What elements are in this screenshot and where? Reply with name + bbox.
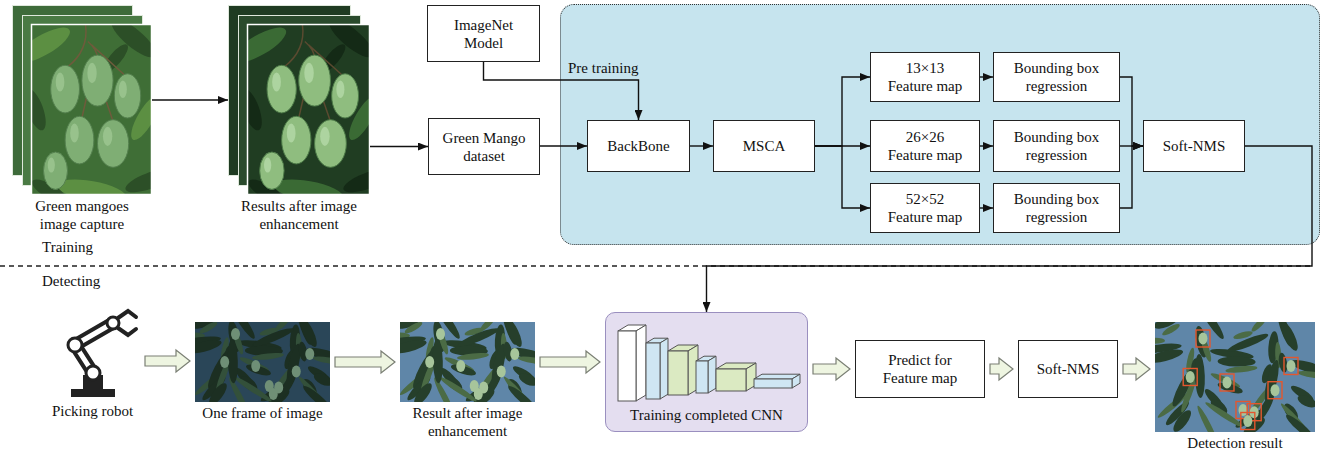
- label-text: Bounding box regression: [1004, 128, 1109, 164]
- label-text: Soft-NMS: [1163, 137, 1226, 155]
- label-text: MSCA: [743, 137, 786, 155]
- block-arrow: [813, 358, 850, 380]
- process-box: Predict for Feature map: [855, 340, 985, 398]
- photo-frame-image: [400, 322, 535, 402]
- block-arrow: [540, 351, 600, 373]
- image-frame: Result after image enhancement: [400, 322, 535, 440]
- process-box: Soft-NMS: [1143, 120, 1245, 172]
- edge-label: Pre training: [566, 59, 640, 77]
- image-frame: One frame of image: [195, 322, 330, 422]
- feature-map-box: 52×52 Feature map: [870, 183, 980, 233]
- label-text: Results after image enhancement: [228, 197, 370, 233]
- block-arrow: [335, 351, 395, 373]
- label-text: One frame of image: [195, 404, 330, 422]
- label-text: Green Mango dataset: [437, 129, 531, 165]
- block-arrow: [145, 350, 190, 372]
- process-box: BackBone: [587, 120, 690, 172]
- connector: [690, 145, 713, 146]
- label-text: Detection result: [1155, 434, 1315, 452]
- label-text: Predict for Feature map: [876, 351, 964, 387]
- photo-frame-image: [1155, 322, 1315, 432]
- connector: [1120, 146, 1143, 208]
- connector: [980, 207, 993, 208]
- picture: [400, 322, 535, 402]
- process-box: Bounding box regression: [993, 52, 1120, 102]
- photo-stack-image: [12, 5, 152, 195]
- label-text: BackBone: [607, 137, 669, 155]
- connector: [152, 99, 228, 100]
- robot-node: Picking robot: [38, 305, 148, 420]
- picture: [1155, 322, 1315, 432]
- process-box: Bounding box regression: [993, 183, 1120, 233]
- block-arrow: [990, 358, 1013, 380]
- label-text: 52×52 Feature map: [886, 190, 964, 226]
- label-text: 26×26 Feature map: [886, 128, 964, 164]
- robot-arm-icon: [45, 305, 140, 400]
- label-text: Picking robot: [38, 402, 148, 420]
- photo-stack-image: [228, 5, 370, 195]
- feature-map-box: 13×13 Feature map: [870, 52, 980, 102]
- connector: [1120, 77, 1143, 146]
- label-text: Bounding box regression: [1004, 59, 1109, 95]
- label-text: Green mangoes image capture: [17, 197, 147, 233]
- cnn-box: Training completed CNN: [605, 312, 808, 432]
- connector: [980, 145, 993, 146]
- photo-stack: Green mangoes image capture: [12, 5, 152, 233]
- connector: [980, 76, 993, 77]
- section-label: Training: [40, 238, 95, 256]
- connector: [815, 77, 870, 146]
- label-text: Soft-NMS: [1037, 360, 1100, 378]
- photo-stack: Results after image enhancement: [228, 5, 370, 233]
- label-text: Bounding box regression: [1004, 190, 1109, 226]
- block-arrow: [1123, 358, 1150, 380]
- label-text: ImageNet Model: [436, 16, 531, 52]
- label-text: Training completed CNN: [630, 406, 783, 424]
- connector: [815, 146, 870, 208]
- dataset-box: Green Mango dataset: [428, 118, 540, 175]
- photo-frame-image: [195, 322, 330, 402]
- picture: [195, 322, 330, 402]
- picture: [228, 5, 370, 195]
- picture: [12, 5, 152, 195]
- section-label: Detecting: [40, 272, 102, 290]
- label-text: 13×13 Feature map: [886, 59, 964, 95]
- process-box: Bounding box regression: [993, 120, 1120, 172]
- image-frame: Detection result: [1155, 322, 1315, 452]
- feature-map-box: 26×26 Feature map: [870, 120, 980, 172]
- connector: [540, 145, 587, 146]
- connector: [370, 146, 428, 147]
- picture: [45, 305, 140, 400]
- model-box: ImageNet Model: [427, 5, 540, 62]
- process-box: MSCA: [713, 120, 815, 172]
- process-box: Soft-NMS: [1018, 340, 1118, 398]
- label-text: Result after image enhancement: [400, 404, 535, 440]
